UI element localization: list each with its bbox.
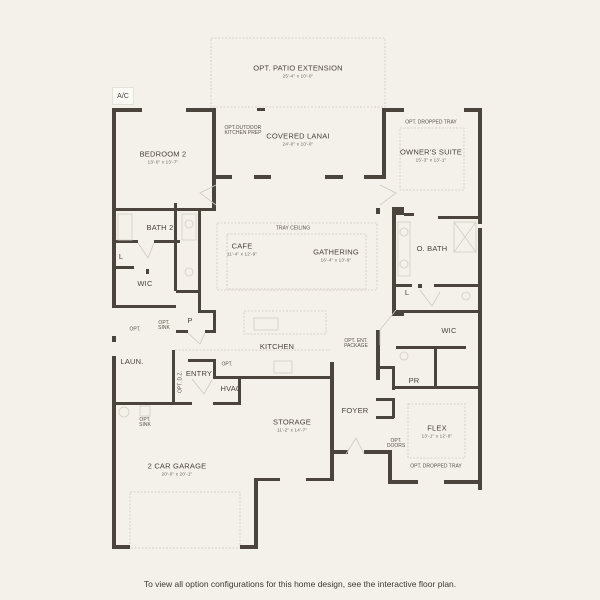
room-name: GATHERING: [313, 247, 359, 257]
door-swings: [137, 184, 441, 455]
walls: [112, 108, 482, 549]
room-name: FLEX: [427, 423, 447, 433]
room-label-powder-room[interactable]: PR: [408, 376, 420, 386]
room-dimensions: 13'-0" x 13'-7": [147, 159, 179, 165]
room-dimensions: 24'-0" x 10'-0": [282, 141, 314, 147]
note-entertainment-package: OPT. ENT. PACKAGE: [344, 337, 368, 349]
room-dimensions: 15'-3" x 13'-1": [415, 157, 447, 163]
note-outdoor-kitchen: OPT.OUTDOOR KITCHEN PREP: [224, 124, 262, 136]
room-dimensions: 11'-2" x 14'-7": [276, 427, 308, 433]
room-label-laundry[interactable]: LAUN.: [120, 357, 144, 367]
fixtures: [117, 213, 477, 418]
room-label-patio-extension[interactable]: OPT. PATIO EXTENSION 25'-4" x 10'-0": [253, 63, 343, 80]
room-label-pantry[interactable]: P: [187, 316, 193, 326]
room-label-bedroom-2[interactable]: BEDROOM 2 13'-0" x 13'-7": [139, 149, 187, 166]
room-label-kitchen[interactable]: KITCHEN: [259, 342, 295, 352]
room-label-wic-right[interactable]: WIC: [441, 326, 457, 336]
room-label-entry[interactable]: ENTRY: [185, 369, 213, 379]
note-tray-ceiling: TRAY CEILING: [275, 225, 311, 232]
room-name: 2 CAR GARAGE: [147, 461, 207, 471]
room-label-garage[interactable]: 2 CAR GARAGE 20'-0" x 20'-1": [147, 461, 207, 478]
room-label-gathering[interactable]: GATHERING 16'-4" x 13'-9": [313, 247, 359, 264]
room-name: STORAGE: [273, 417, 311, 427]
footer-note: To view all option configurations for th…: [143, 579, 457, 589]
room-label-linen-left[interactable]: L: [118, 252, 124, 262]
room-label-bath-2[interactable]: BATH 2: [146, 223, 174, 233]
room-label-cafe[interactable]: CAFE 11'-4" x 12'-9": [226, 241, 258, 258]
room-name: OPT. PATIO EXTENSION: [253, 63, 343, 73]
room-label-owners-bath[interactable]: O. BATH: [416, 244, 448, 254]
note-dropped-tray-owner: OPT. DROPPED TRAY: [405, 119, 457, 126]
room-name: OWNER'S SUITE: [400, 147, 462, 157]
room-name: CAFE: [231, 241, 253, 251]
room-label-covered-lanai[interactable]: COVERED LANAI 24'-0" x 10'-0": [266, 131, 330, 148]
note-opt-laundry: OPT.: [129, 326, 141, 333]
room-dimensions: 13'-1" x 12'-8": [421, 433, 453, 439]
note-opt-sink-laundry: OPT. SINK: [158, 319, 170, 331]
room-dimensions: 25'-4" x 10'-0": [282, 73, 314, 79]
room-dimensions: 20'-0" x 20'-1": [161, 471, 193, 477]
room-label-flex[interactable]: FLEX 13'-1" x 12'-8": [421, 423, 453, 440]
room-label-owners-suite[interactable]: OWNER'S SUITE 15'-3" x 13'-1": [400, 147, 462, 164]
room-name: BEDROOM 2: [139, 149, 187, 159]
room-label-hvac[interactable]: HVAC: [220, 384, 242, 394]
room-label-wic-left[interactable]: WIC: [137, 279, 153, 289]
optional-outlines: [129, 37, 466, 549]
room-label-linen-right[interactable]: L: [404, 288, 410, 298]
ac-unit: A/C: [112, 87, 134, 105]
note-opt-sink-garage: OPT. SINK: [139, 416, 151, 428]
note-opt-kitchen: OPT.: [221, 361, 233, 368]
room-label-storage[interactable]: STORAGE 11'-2" x 14'-7": [273, 417, 311, 434]
room-name: COVERED LANAI: [266, 131, 330, 141]
note-dropped-tray-flex: OPT. DROPPED TRAY: [410, 463, 462, 470]
room-dimensions: 16'-4" x 13'-9": [320, 257, 352, 263]
note-opt-drop-zone: OPT. D.Z.: [177, 371, 184, 393]
note-opt-doors: OPT. DOORS: [386, 437, 406, 449]
room-dimensions: 11'-4" x 12'-9": [226, 251, 258, 257]
room-label-foyer[interactable]: FOYER: [341, 406, 369, 416]
